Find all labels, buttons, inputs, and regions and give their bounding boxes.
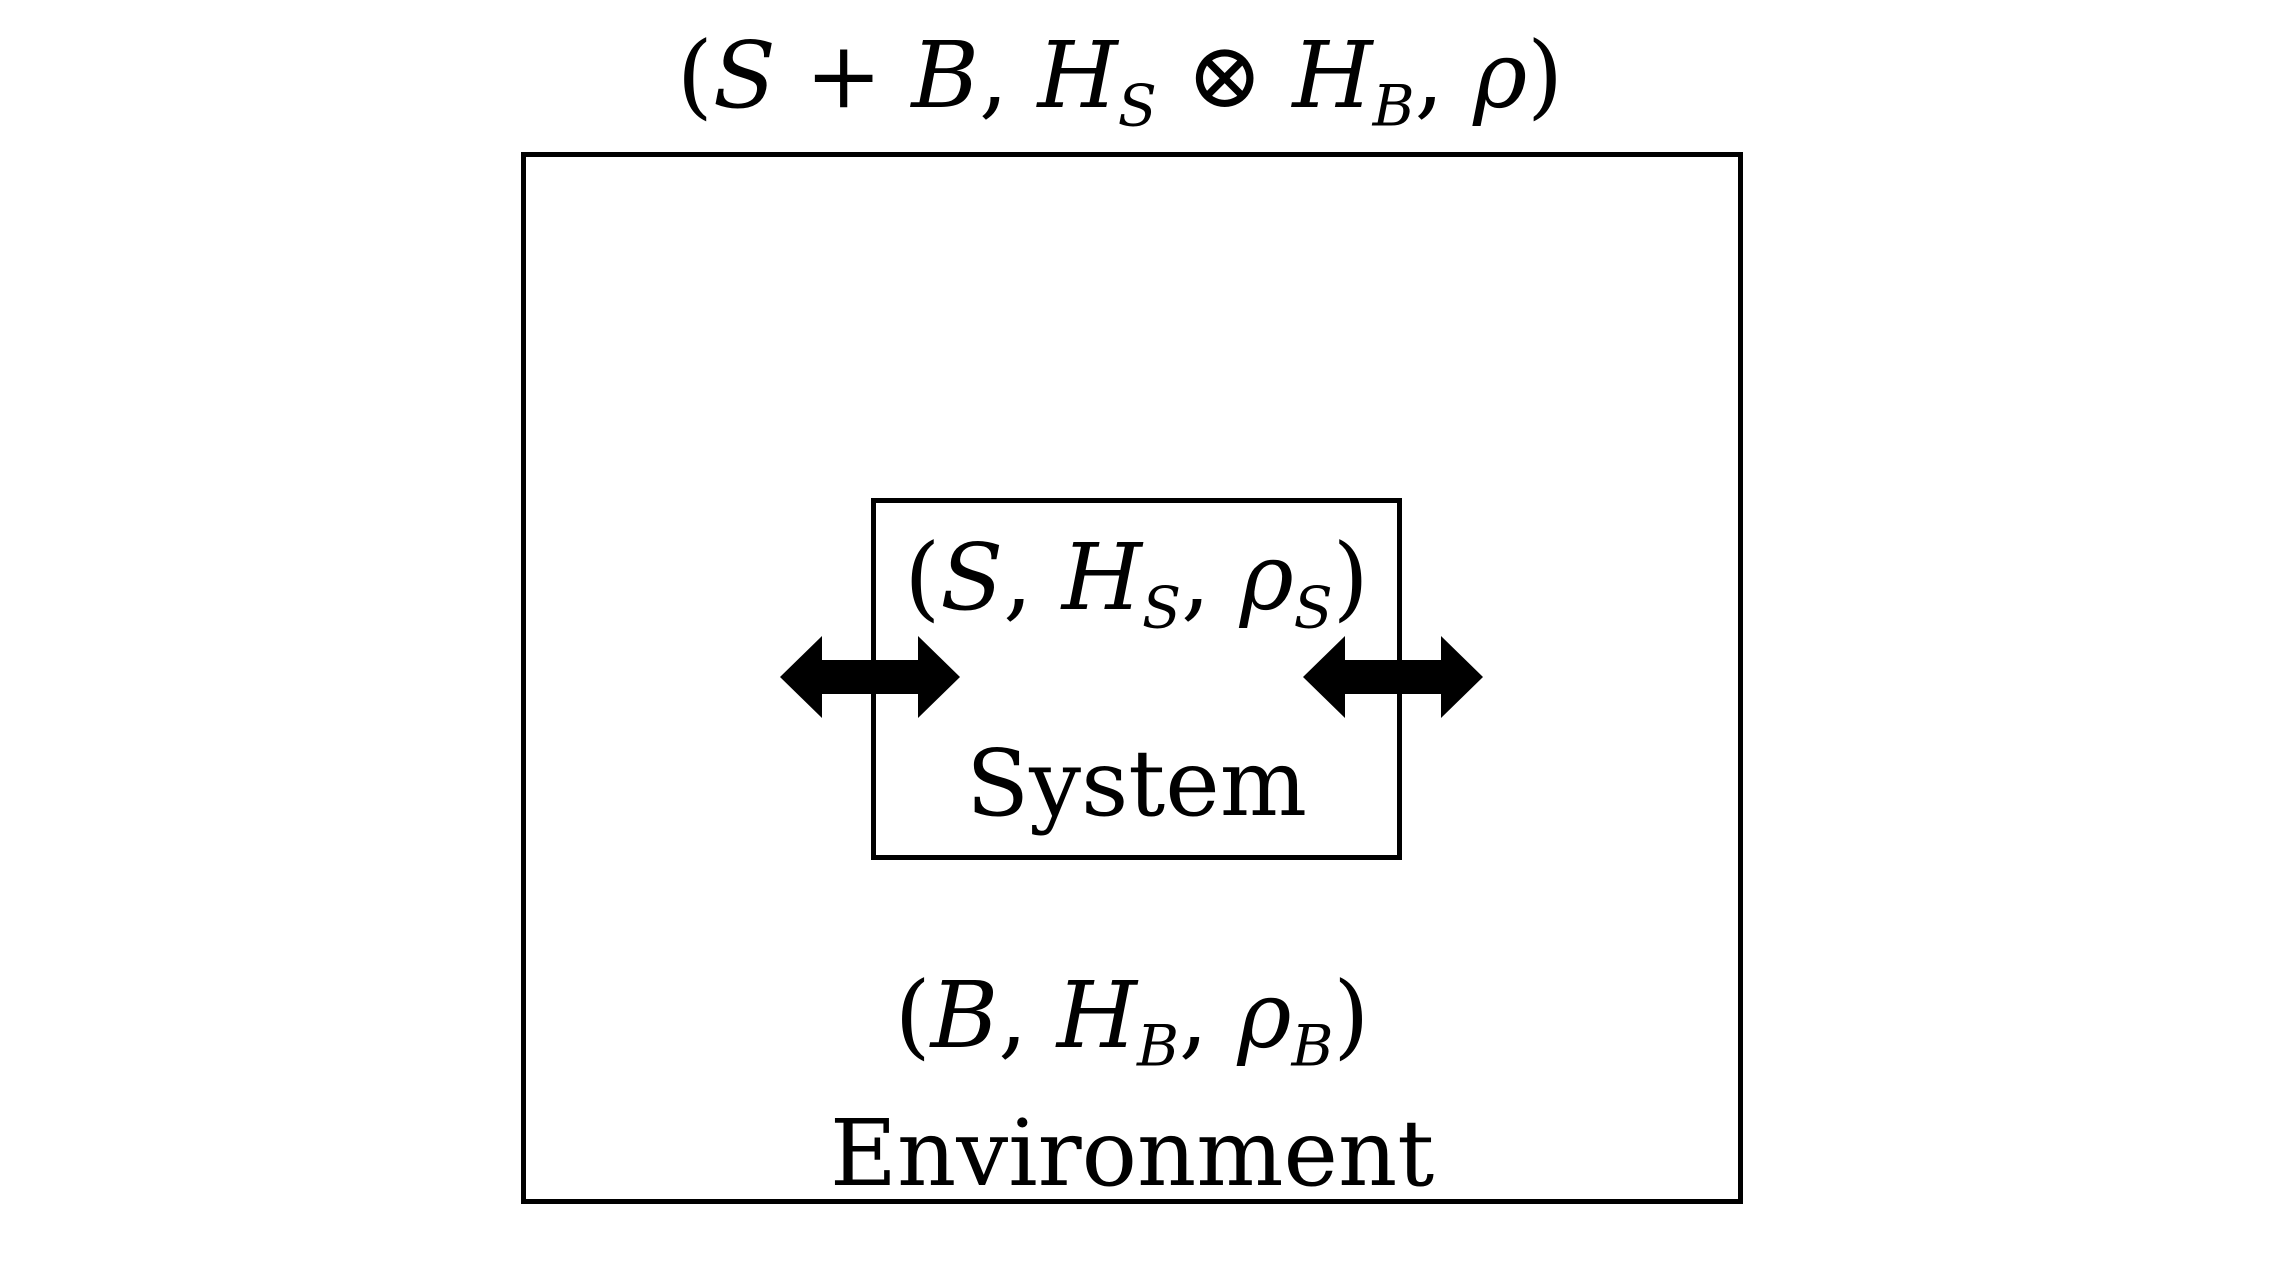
hilbert-space-symbol: H	[1056, 962, 1137, 1069]
comma: ,	[979, 22, 1038, 129]
tensor-product-symbol: ⊗	[1156, 22, 1293, 129]
plus-sign: +	[775, 22, 912, 129]
comma: ,	[1181, 524, 1240, 631]
subscript-s: S	[1293, 575, 1333, 642]
subscript-b: B	[1291, 1013, 1334, 1080]
paren-close: )	[1527, 22, 1564, 129]
comma: ,	[1003, 524, 1062, 631]
paren-open: (	[894, 962, 931, 1069]
comma: ,	[998, 962, 1057, 1069]
double-arrow-icon	[780, 636, 960, 718]
environment-name-label: Environment	[829, 1100, 1435, 1207]
hilbert-space-symbol: H	[1061, 524, 1142, 631]
hilbert-space-symbol: H	[1292, 22, 1373, 129]
density-matrix-symbol: ρ	[1239, 524, 1294, 631]
paren-open: (	[904, 524, 941, 631]
composite-system-label: (S + B, HS ⊗ HB, ρ)	[660, 30, 1580, 135]
system-tuple-label: (S, HS, ρS)	[871, 532, 1402, 637]
density-matrix-symbol: ρ	[1473, 22, 1528, 129]
double-arrow-icon	[1303, 636, 1483, 718]
environment-box	[521, 152, 1743, 1204]
paren-close: )	[1332, 524, 1369, 631]
subscript-s: S	[1142, 575, 1182, 642]
symbol-b: B	[930, 962, 999, 1069]
subscript-s: S	[1117, 73, 1157, 140]
paren-close: )	[1333, 962, 1370, 1069]
comma: ,	[1178, 962, 1238, 1069]
system-name-label: System	[966, 730, 1307, 837]
symbol-b: B	[911, 22, 980, 129]
comma: ,	[1414, 22, 1474, 129]
paren-open: (	[676, 22, 713, 129]
symbol-s: S	[712, 22, 776, 129]
hilbert-space-symbol: H	[1037, 22, 1118, 129]
subscript-b: B	[1136, 1013, 1179, 1080]
environment-tuple-label: (B, HB, ρB)	[521, 970, 1743, 1075]
density-matrix-symbol: ρ	[1237, 962, 1292, 1069]
symbol-s: S	[940, 524, 1004, 631]
subscript-b: B	[1372, 73, 1415, 140]
